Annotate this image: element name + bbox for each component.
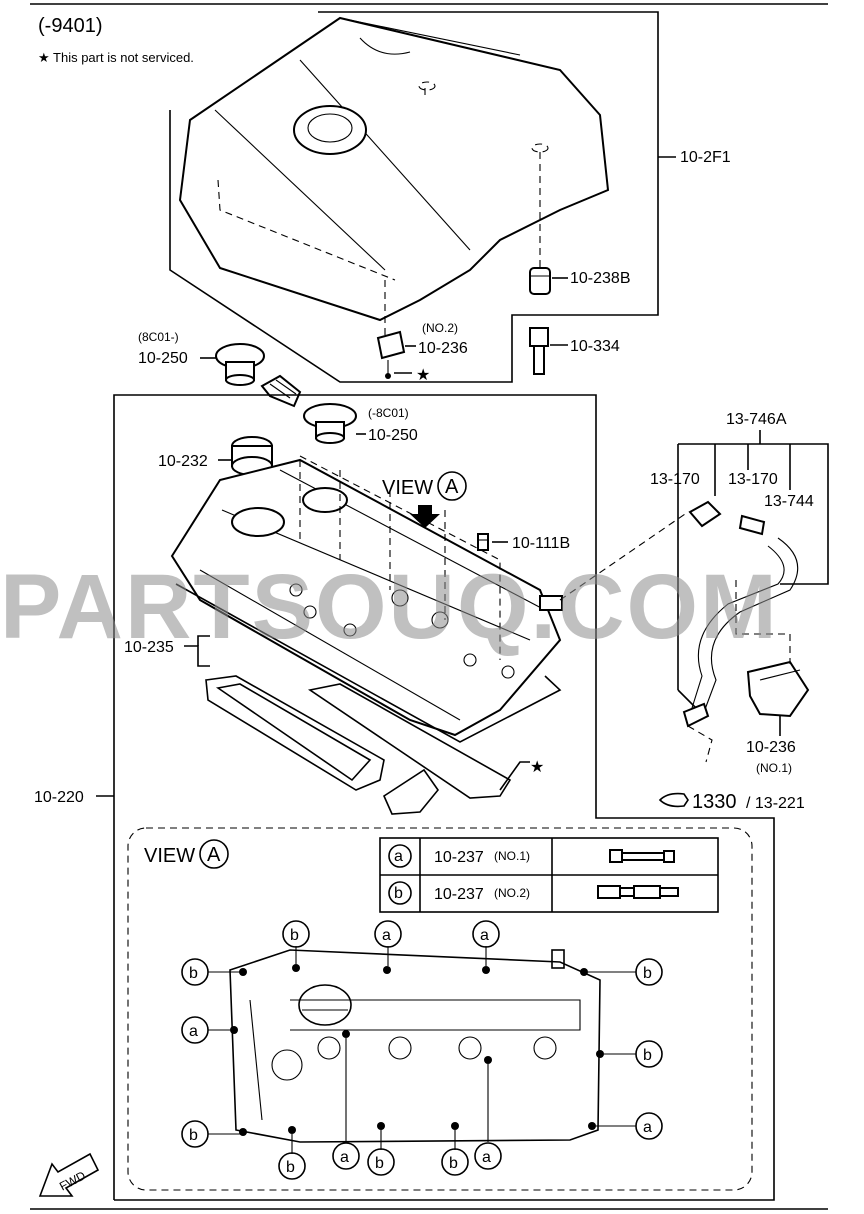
label-10-236-right: 10-236 (746, 739, 796, 756)
table-note-a: (NO.1) (494, 849, 530, 863)
reference-hand-icon (658, 792, 689, 808)
label-10-250-b: 10-250 (368, 427, 418, 444)
fitting-10-334 (529, 327, 549, 375)
table-part-a: 10-237 (434, 849, 484, 866)
header-code: (-9401) (38, 15, 102, 37)
hatched-arrow (260, 374, 302, 408)
label-10-111b: 10-111B (512, 535, 570, 552)
view-word: VIEW (382, 477, 433, 499)
label-8c01-a: (8C01-) (138, 330, 179, 344)
oil-filler-cap-b (303, 403, 357, 444)
label-10-2f1: 10-2F1 (680, 149, 731, 166)
cylinder-head-cover (170, 455, 563, 737)
bolt-b-icon (597, 885, 679, 899)
label-13-746a: 13-746A (726, 411, 787, 428)
callouts: b b a a b a b b a b a b a b (181, 920, 663, 1180)
clip-10-236-no2 (376, 330, 406, 379)
label-13-221: / 13-221 (746, 795, 805, 812)
label-8c01-b: (-8C01) (368, 406, 409, 420)
header-star-note: ★ This part is not serviced. (38, 50, 194, 65)
callout-leaders (208, 946, 636, 1154)
pcv-hoses (559, 500, 810, 763)
label-no2: (NO.2) (422, 321, 458, 335)
label-1330: 1330 (692, 791, 737, 813)
star-icon: ★ (416, 367, 430, 384)
view2-circle (199, 839, 229, 869)
bolt-a-icon (609, 849, 675, 863)
callout-12: b (375, 1155, 384, 1172)
table-key-b: b (394, 885, 403, 902)
view-arrow-icon (410, 505, 440, 528)
grommet-10-238b (529, 267, 551, 295)
label-no1: (NO.1) (756, 761, 792, 775)
gasket-10-235 (175, 583, 562, 815)
callout-7: b (643, 1047, 652, 1064)
view-letter: A (445, 476, 459, 498)
callout-4: a (480, 927, 489, 944)
label-10-238b: 10-238B (570, 270, 631, 287)
star-icon-2: ★ (530, 759, 544, 776)
view-circle (437, 471, 467, 501)
view2-word: VIEW (144, 845, 195, 867)
view-a-detail-box (127, 827, 753, 1191)
callout-6: a (189, 1023, 198, 1040)
label-10-232: 10-232 (158, 453, 208, 470)
label-10-236-top: 10-236 (418, 340, 468, 357)
label-10-220: 10-220 (34, 789, 84, 806)
callout-1: b (189, 965, 198, 982)
callout-11: a (482, 1149, 491, 1166)
label-13-170-a: 13-170 (650, 471, 700, 488)
label-10-250-a: 10-250 (138, 350, 188, 367)
table-part-b: 10-237 (434, 886, 484, 903)
fwd-arrow-icon: FWD (38, 1152, 100, 1197)
head-cover-bracket (113, 394, 775, 1201)
callout-5: b (643, 965, 652, 982)
callout-3: a (382, 927, 391, 944)
valve-10-111b (477, 533, 489, 551)
label-13-744: 13-744 (764, 493, 814, 510)
cover-top-view (229, 949, 604, 1143)
engine-cover (178, 16, 610, 335)
watermark: PARTSOUQ.COM (0, 556, 779, 658)
fwd-label: FWD (57, 1168, 88, 1193)
label-13-170-b: 13-170 (728, 471, 778, 488)
oil-filler-cap-a (215, 343, 265, 386)
label-10-235: 10-235 (124, 639, 174, 656)
callout-8: b (189, 1127, 198, 1144)
callout-9: a (340, 1149, 349, 1166)
callout-13: a (643, 1119, 652, 1136)
view2-letter: A (207, 844, 221, 866)
cover-bracket (169, 11, 659, 383)
table-note-b: (NO.2) (494, 886, 530, 900)
callout-14: b (449, 1155, 458, 1172)
callout-10: b (286, 1159, 295, 1176)
table-key-a: a (394, 848, 403, 865)
label-10-334: 10-334 (570, 338, 620, 355)
callout-2: b (290, 927, 299, 944)
bolt-table: a b 10-237 (NO.1) 10-237 (NO.2) (379, 837, 719, 913)
